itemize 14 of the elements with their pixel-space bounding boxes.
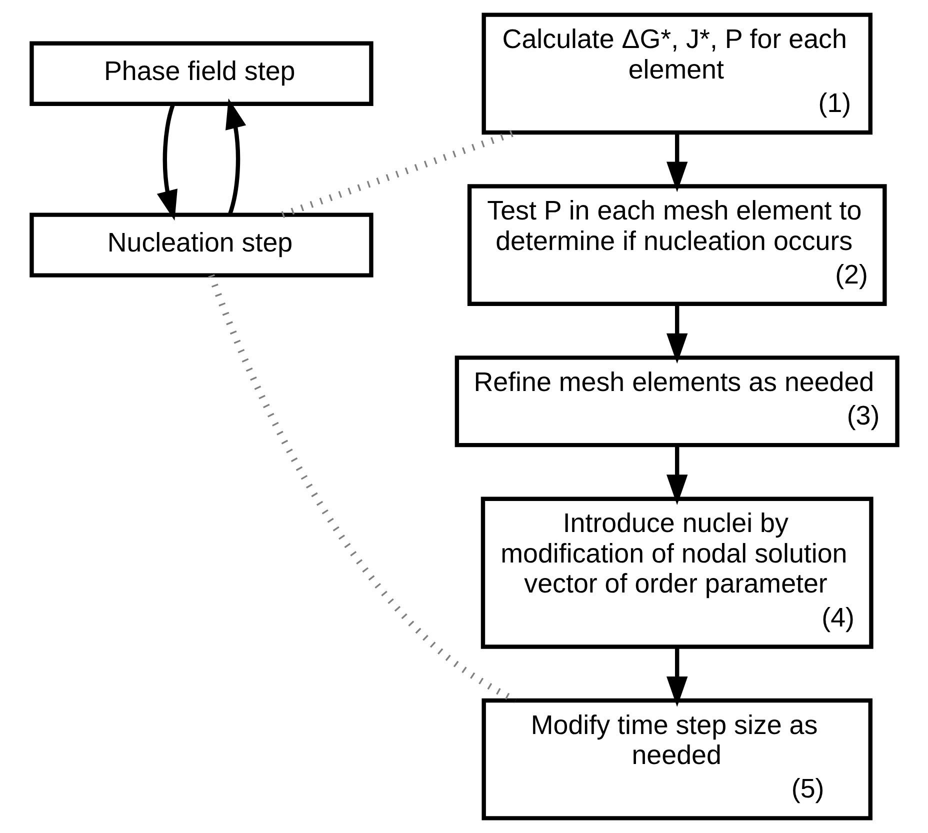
node-box: Modify time step size as needed (5) <box>481 698 872 820</box>
node-box: Refine mesh elements as needed (3) <box>454 356 899 448</box>
node-box: Introduce nuclei by modification of nodal solution vector of order parameter (4) <box>480 496 873 649</box>
arrow <box>225 98 246 216</box>
node-box: Test P in each mesh element to determine if nucleation occurs (2) <box>466 184 886 306</box>
arrow <box>666 646 688 707</box>
arrow <box>156 104 177 221</box>
node-box: Calculate ΔG*, J*, P for each element (1) <box>481 12 872 135</box>
arrow <box>666 445 688 505</box>
connector <box>280 130 516 218</box>
node-box: Phase field step <box>29 41 373 106</box>
arrow <box>666 304 688 364</box>
node-box: Nucleation step <box>29 212 373 278</box>
arrow <box>666 132 688 192</box>
